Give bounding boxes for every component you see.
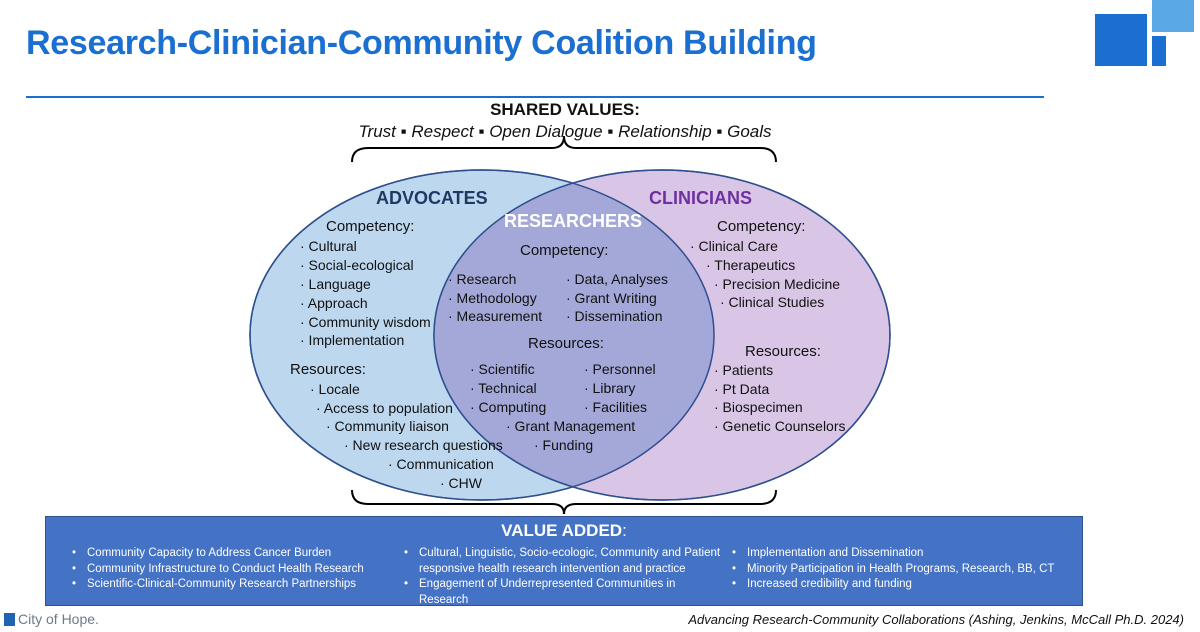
value-added-column-2: Cultural, Linguistic, Socio-ecologic, Co… [400, 546, 720, 608]
shared-values-heading: SHARED VALUES: [490, 100, 640, 119]
researchers-competency-label: Competency: [520, 242, 609, 259]
researchers-resource-item: · Scientific [470, 361, 535, 377]
researchers-resource-item: · Technical [470, 380, 537, 396]
value-added-item: Cultural, Linguistic, Socio-ecologic, Co… [400, 546, 720, 562]
advocates-competency-item: · Approach [300, 295, 368, 311]
advocates-competency-item: · Implementation [300, 332, 405, 348]
advocates-competency-item: · Language [300, 276, 371, 292]
advocates-heading: ADVOCATES [376, 188, 488, 208]
citation-reference: Advancing Research-Community Collaborati… [688, 612, 1184, 627]
clinicians-resources-label: Resources: [745, 343, 821, 360]
advocates-resource-item: · Access to population [316, 400, 453, 416]
advocates-resource-item: · CHW [440, 475, 482, 491]
value-added-item: Increased credibility and funding [728, 577, 1054, 593]
shared-values-list: Trust ▪ Respect ▪ Open Dialogue ▪ Relati… [358, 122, 772, 141]
researchers-resource-item: · Funding [534, 437, 594, 453]
advocates-resource-item: · Community liaison [326, 418, 449, 434]
clinicians-resource-item: · Biospecimen [714, 399, 803, 415]
researchers-competency-item: · Measurement [448, 308, 543, 324]
value-added-item: Community Capacity to Address Cancer Bur… [68, 546, 364, 562]
value-added-item: Minority Participation in Health Program… [728, 562, 1054, 578]
researchers-competency-item: · Grant Writing [566, 290, 657, 306]
clinicians-competency-item: · Clinical Studies [720, 294, 825, 310]
researchers-resource-item: · Grant Management [506, 418, 636, 434]
clinicians-resource-item: · Pt Data [714, 381, 770, 397]
advocates-resource-item: · New research questions [344, 437, 503, 453]
clinicians-competency-label: Competency: [717, 218, 806, 235]
advocates-resources-label: Resources: [290, 361, 366, 378]
advocates-competency-item: · Community wisdom [300, 314, 431, 330]
value-added-column-1: Community Capacity to Address Cancer Bur… [68, 546, 364, 593]
value-added-item-continued: Research [419, 593, 469, 606]
researchers-competency-item: · Research [448, 271, 517, 287]
value-added-item: Engagement of Underrepresented Communiti… [400, 577, 720, 593]
researchers-competency-item: · Methodology [448, 290, 537, 306]
advocates-competency-item: · Cultural [300, 238, 357, 254]
value-added-item-continued: responsive health research intervention … [419, 562, 686, 575]
researchers-competency-item: · Dissemination [566, 308, 663, 324]
researchers-heading: RESEARCHERS [504, 211, 643, 231]
advocates-resource-item: · Communication [388, 456, 494, 472]
clinicians-resource-item: · Patients [714, 362, 774, 378]
value-added-column-3: Implementation and Dissemination Minorit… [728, 546, 1054, 593]
researchers-resources-label: Resources: [528, 335, 604, 352]
clinicians-heading: CLINICIANS [649, 188, 752, 208]
researchers-resource-item: · Computing [470, 399, 547, 415]
value-added-item: Community Infrastructure to Conduct Heal… [68, 562, 364, 578]
bottom-brace [351, 489, 777, 515]
clinicians-competency-item: · Clinical Care [690, 238, 778, 254]
clinicians-resource-item: · Genetic Counselors [714, 418, 846, 434]
value-added-box: VALUE ADDED: Community Capacity to Addre… [45, 516, 1083, 606]
value-added-item: Implementation and Dissemination [728, 546, 1054, 562]
value-added-heading: VALUE ADDED: [501, 521, 627, 540]
researchers-resource-item: · Library [584, 380, 636, 396]
page-title: Research-Clinician-Community Coalition B… [26, 24, 817, 62]
advocates-competency-label: Competency: [326, 218, 415, 235]
title-divider [26, 96, 1044, 98]
advocates-resource-item: · Locale [310, 381, 360, 397]
city-of-hope-logo-icon [4, 613, 15, 626]
city-of-hope-logo: City of Hope. [4, 611, 99, 627]
researchers-resource-item: · Personnel [584, 361, 656, 377]
top-brace [351, 135, 777, 163]
clinicians-competency-item: · Therapeutics [706, 257, 796, 273]
researchers-resource-item: · Facilities [584, 399, 648, 415]
advocates-competency-item: · Social-ecological [300, 257, 414, 273]
researchers-overlap [434, 170, 714, 500]
clinicians-competency-item: · Precision Medicine [714, 276, 841, 292]
value-added-item: Scientific-Clinical-Community Research P… [68, 577, 364, 593]
researchers-competency-item: · Data, Analyses [566, 271, 668, 287]
